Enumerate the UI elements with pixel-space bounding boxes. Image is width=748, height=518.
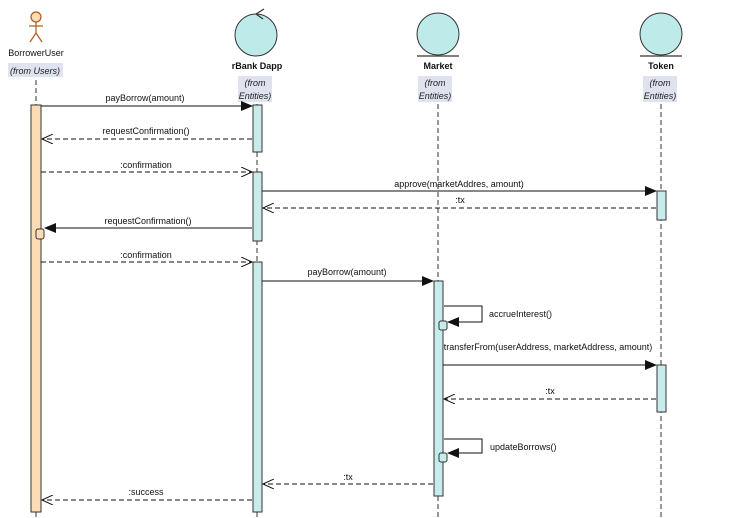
- activation-market: [433, 280, 444, 497]
- message-label: updateBorrows(): [490, 442, 557, 452]
- message-label: approve(marketAddres, amount): [394, 179, 524, 189]
- self-activation-update: [438, 452, 448, 463]
- participant-market: Market (from Entities): [416, 12, 460, 102]
- message-9: accrueInterest(): [444, 305, 552, 327]
- message-label: :confirmation: [120, 250, 172, 260]
- self-activation-borrower-user: [35, 228, 45, 240]
- stereotype-bg: [418, 76, 452, 102]
- message-label: payBorrow(amount): [105, 93, 184, 103]
- stereotype-bg: [643, 76, 677, 102]
- lifelines: [35, 80, 662, 518]
- stereotype-bg: [8, 63, 63, 77]
- message-12: updateBorrows(): [444, 438, 557, 458]
- activation-borrower-user: [30, 104, 42, 513]
- message-11: :tx: [444, 386, 656, 399]
- message-1: payBorrow(amount): [41, 93, 253, 111]
- participant-origin-line1: (from: [245, 78, 267, 88]
- message-4: approve(marketAddres, amount): [262, 179, 657, 196]
- participant-name: Market: [423, 61, 452, 71]
- message-10: transferFrom(userAddress, marketAddress,…: [443, 342, 657, 370]
- participant-name: Token: [648, 61, 674, 71]
- participant-origin-line2: Entities): [644, 91, 677, 101]
- participant-origin: (from Users): [10, 66, 60, 76]
- message-label: transferFrom(userAddress, marketAddress,…: [444, 342, 653, 352]
- message-3: :confirmation: [41, 160, 252, 172]
- message-14: :success: [42, 487, 252, 500]
- activation-dapp-1: [252, 104, 263, 153]
- message-label: :confirmation: [120, 160, 172, 170]
- participant-origin-line2: Entities): [419, 91, 452, 101]
- message-7: :confirmation: [41, 250, 252, 262]
- activation-dapp-2: [252, 171, 263, 242]
- entity-icon: [639, 12, 683, 57]
- participant-name: rBank Dapp: [232, 61, 283, 71]
- message-label: requestConfirmation(): [104, 216, 191, 226]
- participant-origin-line1: (from: [650, 78, 672, 88]
- message-label: :tx: [545, 386, 555, 396]
- participant-borrower-user: BorrowerUser (from Users): [8, 11, 64, 77]
- entity-icon: [416, 12, 460, 57]
- message-13: :tx: [263, 472, 433, 484]
- participant-origin-line1: (from: [425, 78, 447, 88]
- participant-rbank-dapp: rBank Dapp (from Entities): [232, 8, 283, 102]
- message-8: payBorrow(amount): [262, 267, 434, 286]
- control-icon: [234, 8, 278, 57]
- participant-origin-line2: Entities): [239, 91, 272, 101]
- message-label: payBorrow(amount): [307, 267, 386, 277]
- participant-name: BorrowerUser: [8, 48, 64, 58]
- participant-token: Token (from Entities): [639, 12, 683, 102]
- actor-icon: [29, 11, 43, 43]
- activation-dapp-3: [252, 261, 263, 513]
- self-activation-accrue: [438, 320, 448, 331]
- activation-token-1: [656, 190, 667, 221]
- message-label: requestConfirmation(): [102, 126, 189, 136]
- stereotype-bg: [238, 76, 272, 102]
- activation-token-2: [656, 364, 667, 413]
- message-2: requestConfirmation(): [42, 126, 252, 139]
- message-label: :tx: [455, 195, 465, 205]
- message-label: accrueInterest(): [489, 309, 552, 319]
- message-6: requestConfirmation(): [44, 216, 252, 233]
- message-label: :tx: [343, 472, 353, 482]
- message-label: :success: [128, 487, 164, 497]
- message-5: :tx: [263, 195, 656, 208]
